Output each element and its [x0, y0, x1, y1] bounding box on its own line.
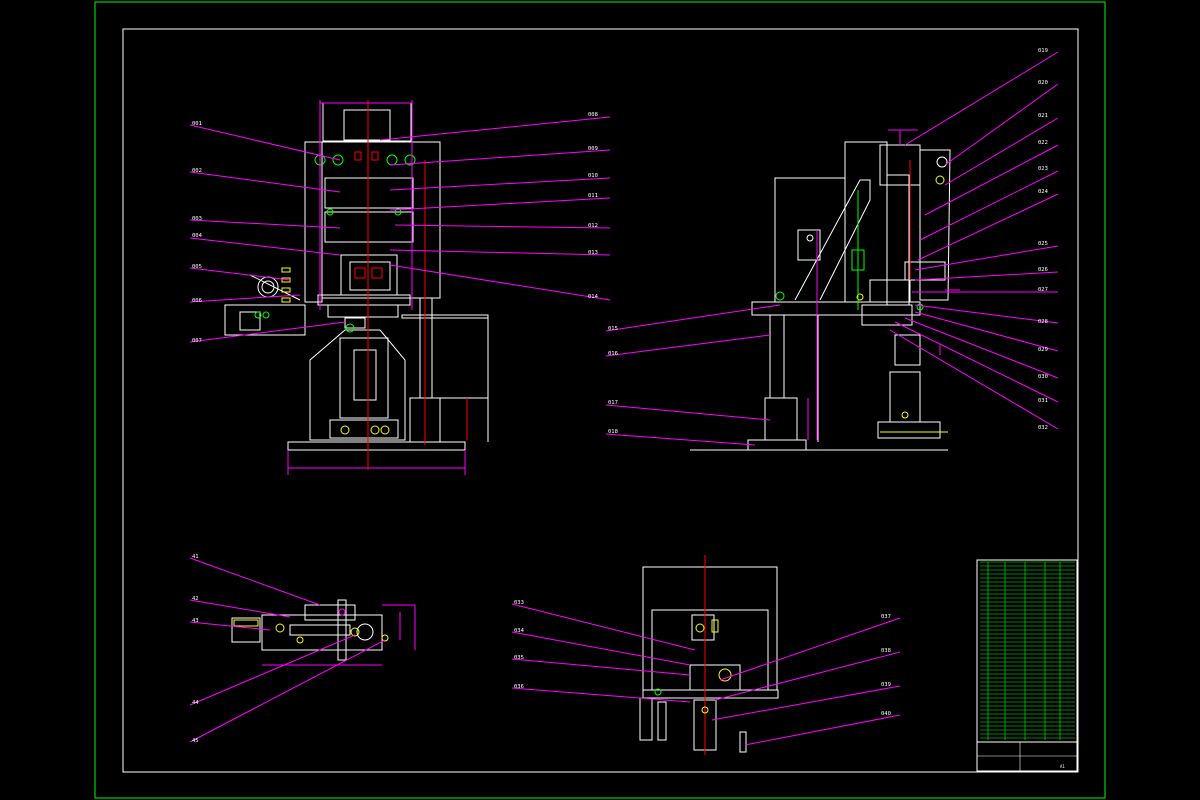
part-label: 43 [192, 618, 199, 624]
leader-lines [189, 51, 1059, 746]
part-label: 028 [1038, 319, 1048, 325]
part-label: 029 [1038, 347, 1048, 353]
part-label: 007 [192, 338, 202, 344]
part-label: 45 [192, 738, 199, 744]
part-label: 026 [1038, 267, 1048, 273]
detail-bottom-labels: 033 034 035 036 037 038 039 040 [514, 600, 891, 717]
part-label: 004 [192, 233, 203, 239]
side-view [690, 141, 951, 451]
part-label: 033 [514, 600, 524, 606]
side-view-hardware [775, 129, 960, 440]
part-label: 005 [192, 264, 202, 270]
part-label: 035 [514, 655, 524, 661]
part-label: 013 [588, 250, 598, 256]
part-label: 027 [1038, 287, 1048, 293]
part-label: 006 [192, 298, 202, 304]
part-label: 41 [192, 554, 199, 560]
part-label: 021 [1038, 113, 1048, 119]
part-label: 011 [588, 193, 598, 199]
part-label: 040 [881, 711, 891, 717]
front-view-labels: 001 002 003 004 005 006 007 008 009 010 … [192, 112, 599, 344]
part-label: 010 [588, 173, 598, 179]
part-label: 008 [588, 112, 598, 118]
part-label: 018 [608, 429, 618, 435]
detail-left-labels: 41 42 43 44 45 [192, 554, 199, 744]
part-label: 020 [1038, 80, 1048, 86]
inner-frame [122, 28, 1079, 773]
outer-frame [94, 1, 1106, 799]
side-view-labels: 015 016 017 018 019 020 021 022 023 024 … [608, 48, 1049, 435]
front-view [224, 102, 489, 475]
part-label: 032 [1038, 425, 1048, 431]
part-label: 031 [1038, 398, 1048, 404]
part-label: 016 [608, 351, 618, 357]
part-label: 009 [588, 146, 598, 152]
part-label: 025 [1038, 241, 1048, 247]
part-label: 002 [192, 168, 202, 174]
detail-left-view [231, 599, 416, 666]
part-label: 015 [608, 326, 618, 332]
detail-left-hardware [233, 608, 389, 644]
part-label: 44 [192, 700, 199, 706]
part-label: 42 [192, 596, 199, 602]
part-label: 012 [588, 223, 598, 229]
part-label: 017 [608, 400, 618, 406]
part-label: 022 [1038, 140, 1048, 146]
part-label: 019 [1038, 48, 1048, 54]
front-view-hardware [254, 100, 468, 470]
bill-of-materials-table: A1 [976, 559, 1078, 772]
detail-bottom-hardware [654, 555, 732, 755]
part-label: 038 [881, 648, 891, 654]
part-label: 024 [1038, 189, 1049, 195]
part-label: 039 [881, 682, 891, 688]
part-label: 036 [514, 684, 524, 690]
sheet-size: A1 [1060, 764, 1065, 769]
part-label: 003 [192, 216, 202, 222]
part-label: 001 [192, 121, 202, 127]
part-label: 037 [881, 614, 891, 620]
part-label: 014 [588, 294, 599, 300]
part-label: 023 [1038, 166, 1048, 172]
part-label: 034 [514, 628, 525, 634]
part-label: 030 [1038, 374, 1048, 380]
